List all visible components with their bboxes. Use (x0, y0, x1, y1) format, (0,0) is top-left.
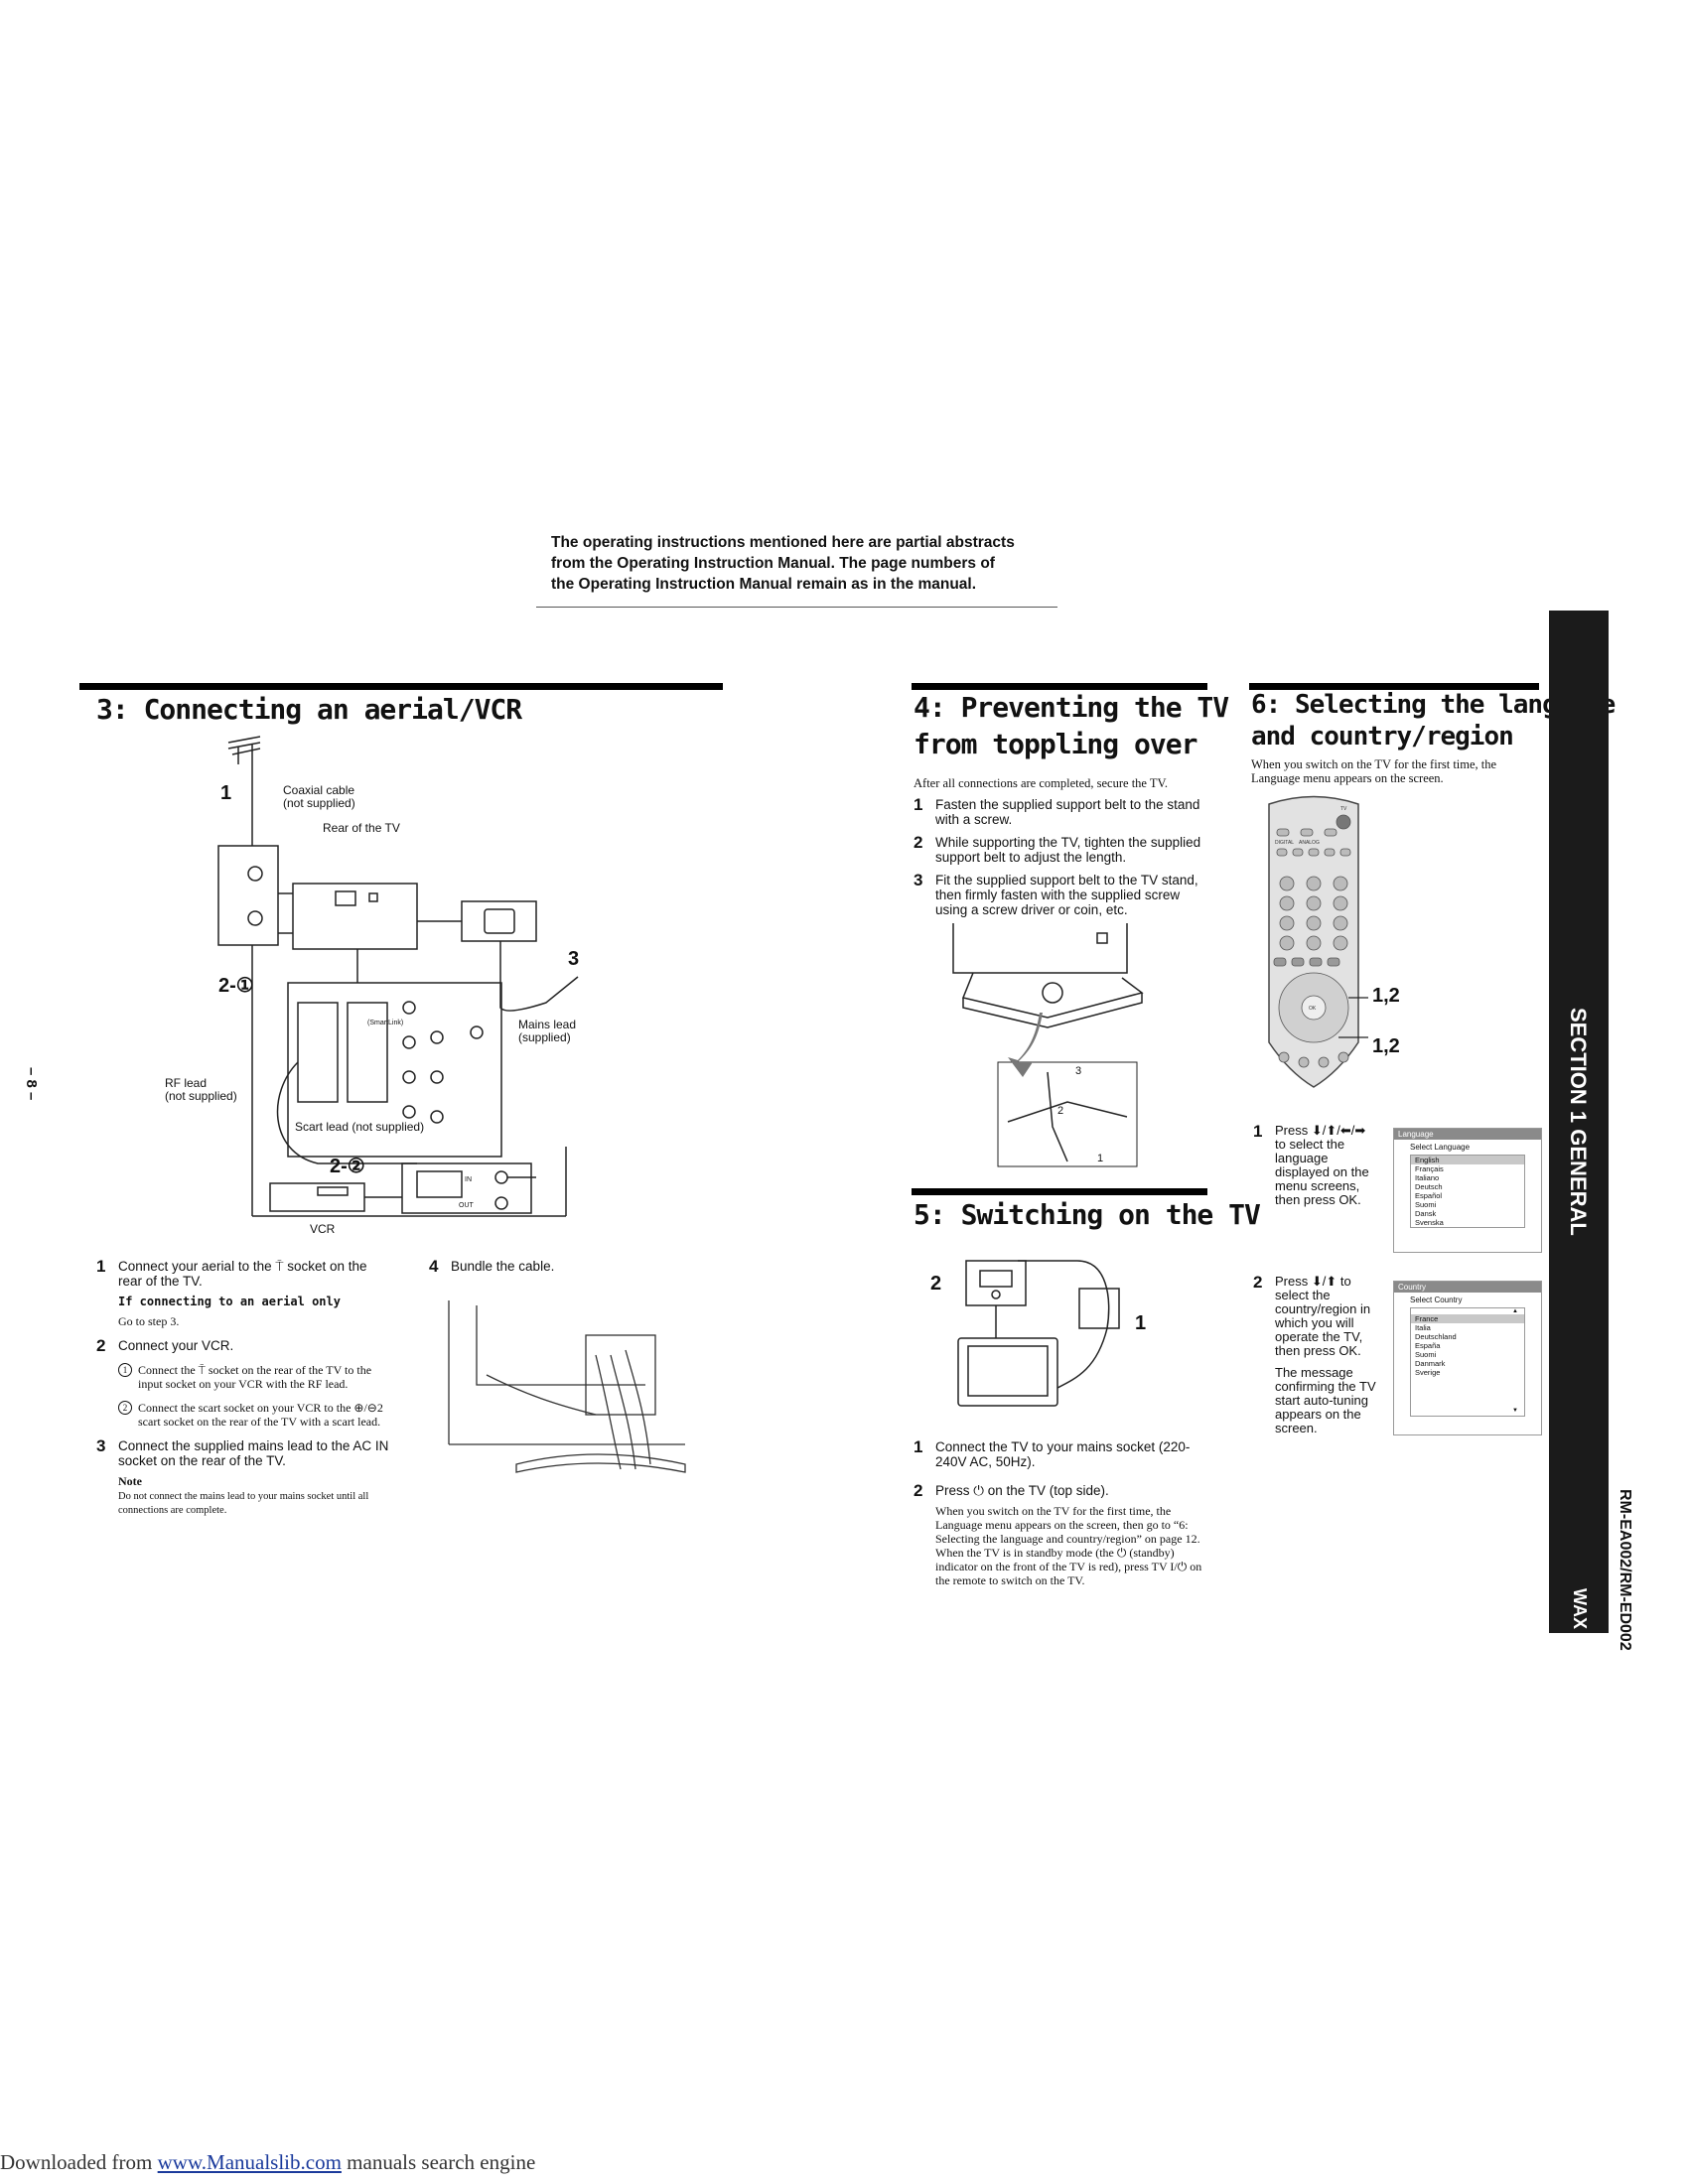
section6-intro: When you switch on the TV for the first … (1251, 757, 1497, 785)
switch-on-illustration (957, 1260, 1120, 1407)
out-label: OUT (459, 1202, 475, 1209)
s4-callout-2: 2 (1057, 1105, 1063, 1117)
notice-divider (536, 607, 1057, 608)
s3-step-2: 2 Connect your VCR. (96, 1336, 234, 1355)
language-option[interactable]: Suomi (1415, 1200, 1437, 1209)
s5-para-2: When the TV is in standby mode (the ⏻ (s… (935, 1546, 1202, 1587)
section5-title: 5: Switching on the TV (914, 1198, 1261, 1231)
section4-intro: After all connections are completed, sec… (914, 776, 1169, 790)
language-option[interactable]: Dansk (1415, 1209, 1437, 1218)
section5-rule (912, 1188, 1207, 1195)
vcr-label: VCR (310, 1222, 336, 1236)
country-option[interactable]: España (1415, 1341, 1441, 1350)
scroll-up-icon[interactable]: ▲ (1512, 1308, 1518, 1314)
section6-rule (1249, 683, 1539, 690)
language-list: English Français Italiano Deutsch Españo… (1410, 1155, 1525, 1228)
tv-stand-illustration: 3 2 1 (952, 923, 1144, 1167)
s3-step-1: 1 Connect your aerial to the ⍑ socket on… (96, 1257, 367, 1289)
language-menu-bar: Language (1394, 1129, 1541, 1140)
remote-digital-label: DIGITAL (1275, 840, 1294, 846)
bundle-cable-illustration (448, 1300, 686, 1473)
country-menu-bar: Country (1394, 1282, 1541, 1293)
callout-2b: 2-② (330, 1156, 365, 1177)
rf-lead-label: RF lead (not supplied) (165, 1076, 237, 1103)
language-option[interactable]: Svenska (1415, 1218, 1444, 1227)
remote-analog-label: ANALOG (1299, 840, 1320, 846)
country-option[interactable]: France (1411, 1314, 1524, 1323)
remote-tv-label: TV (1340, 806, 1347, 812)
country-option[interactable]: Sverige (1415, 1368, 1441, 1377)
s4-callout-3: 3 (1075, 1065, 1081, 1077)
country-option[interactable]: Italia (1415, 1323, 1431, 1332)
country-list: ▲ France Italia Deutschland España Suomi… (1410, 1307, 1525, 1417)
country-menu-title: Select Country (1410, 1296, 1463, 1304)
section-label: SECTION 1 GENERAL (1566, 1008, 1591, 1236)
manualslib-link[interactable]: www.Manualslib.com (157, 2150, 342, 2174)
callout-2a: 2-① (218, 975, 254, 997)
language-option[interactable]: Español (1415, 1191, 1443, 1200)
callout-1: 1 (220, 782, 232, 804)
scart-lead-label: Scart lead (not supplied) (295, 1120, 425, 1134)
coaxial-label: Coaxial cable (not supplied) (283, 783, 355, 810)
remote-ok-label: OK (1309, 1006, 1317, 1012)
country-menu: Country Select Country ▲ France Italia D… (1393, 1281, 1542, 1435)
note-text: Do not connect the mains lead to your ma… (118, 1491, 369, 1516)
aerial-vcr-diagram: (SmartLink) IN OUT (217, 736, 579, 1217)
country-option[interactable]: Danmark (1415, 1359, 1446, 1368)
section3-steps: 1 Connect your aerial to the ⍑ socket on… (96, 1257, 389, 1518)
abstract-notice: The operating instructions mentioned her… (551, 534, 1015, 593)
remote-illustration: TV DIGITAL ANALOG OK (1268, 795, 1368, 1088)
goto-step3: Go to step 3. (118, 1314, 180, 1328)
s3-step-3: 3 Connect the supplied mains lead to the… (96, 1436, 389, 1468)
smartlink-label: (SmartLink) (367, 1020, 403, 1026)
s6-callout-b: 1,2 (1372, 1035, 1400, 1057)
rear-tv-label: Rear of the TV (323, 821, 400, 835)
download-footer: Downloaded from www.Manualslib.com manua… (0, 2150, 536, 2174)
section3-title: 3: Connecting an aerial/VCR (96, 693, 522, 726)
language-menu: Language Select Language English Françai… (1393, 1128, 1542, 1253)
language-option[interactable]: Italiano (1415, 1173, 1440, 1182)
model-label: WAX (1570, 1588, 1590, 1630)
s5-callout-1: 1 (1135, 1312, 1147, 1334)
section3-rule (79, 683, 723, 690)
s5-callout-2: 2 (930, 1273, 942, 1295)
section-sidebar: SECTION 1 GENERAL WAX (1549, 611, 1609, 1633)
country-option[interactable]: Deutschland (1415, 1332, 1457, 1341)
aerial-only-heading: If connecting to an aerial only (118, 1295, 341, 1308)
page-number: – 8 – (23, 1067, 40, 1101)
section4-title: 4: Preventing the TV from toppling over (914, 691, 1229, 760)
language-menu-title: Select Language (1410, 1143, 1471, 1152)
s3-step-4: 4 Bundle the cable. (429, 1257, 555, 1276)
s6-step-2-note: The message confirming the TV start auto… (1275, 1365, 1376, 1435)
section4-rule (912, 683, 1207, 690)
country-option[interactable]: Suomi (1415, 1350, 1437, 1359)
callout-3: 3 (568, 948, 580, 970)
note-label: Note (118, 1474, 142, 1488)
in-label: IN (465, 1176, 472, 1183)
s5-para-1: When you switch on the TV for the first … (935, 1504, 1200, 1546)
scroll-down-icon[interactable]: ▼ (1512, 1408, 1518, 1414)
s6-callout-a: 1,2 (1372, 985, 1400, 1007)
remote-model-label: RM-EA002/RM-ED002 (1617, 1489, 1633, 1651)
language-option[interactable]: English (1411, 1156, 1524, 1164)
language-option[interactable]: Français (1415, 1164, 1444, 1173)
s4-callout-1: 1 (1097, 1153, 1103, 1164)
language-option[interactable]: Deutsch (1415, 1182, 1443, 1191)
mains-lead-label: Mains lead (supplied) (518, 1018, 577, 1044)
